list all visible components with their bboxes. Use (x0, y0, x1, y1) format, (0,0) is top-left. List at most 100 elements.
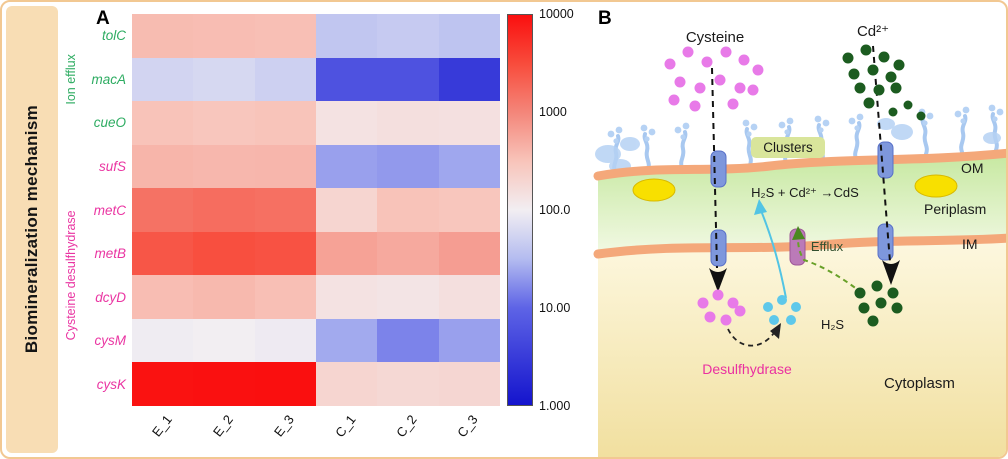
heatmap-cell-metC (132, 188, 194, 232)
heatmap-cell-cysM (193, 318, 255, 363)
heatmap-cell-tolC (315, 14, 378, 58)
heatmap-cell-cysK (377, 362, 439, 406)
heatmap-cell-metC (438, 188, 500, 232)
colorbar-tick: 1000 (539, 105, 567, 119)
column-label-E_3: E_3 (271, 412, 298, 440)
panel-b-label: B (598, 8, 612, 29)
heatmap-cell-macA (315, 57, 378, 102)
heatmap-cell-sufS (377, 144, 439, 189)
heatmap-cell-cysK (132, 362, 194, 406)
cytoplasm-region (598, 238, 1006, 457)
gene-label-metC: metC (93, 202, 126, 218)
heatmap-cell-dcyD (193, 275, 255, 319)
heatmap-cell-cueO (438, 101, 500, 145)
clusters-highlight (751, 137, 825, 158)
colorbar-tick: 10000 (539, 7, 574, 21)
column-label-E_1: E_1 (148, 412, 175, 440)
panel-a-label: A (96, 8, 110, 29)
periplasm-label: Periplasm (924, 201, 986, 217)
im-label: IM (962, 236, 978, 252)
cadmium-label: Cd²⁺ (857, 23, 889, 40)
cysteine-molecules-extracellular (664, 46, 764, 112)
heatmap-cell-tolC (254, 14, 316, 58)
heatmap-grid (132, 14, 500, 406)
periplasmic-enzymes (632, 174, 958, 202)
heatmap-cell-macA (254, 57, 316, 102)
heatmap-cell-metC (315, 188, 378, 232)
row-group-label: Cysteine desulfhydrase (64, 210, 78, 341)
gene-label-tolC: tolC (101, 28, 126, 44)
gene-label-cysM: cysM (94, 333, 127, 349)
heatmap-cell-sufS (254, 144, 316, 189)
cadmium-ions-cytoplasm (854, 280, 903, 327)
heatmap-cell-cysK (254, 362, 316, 406)
heatmap-cell-metB (315, 231, 378, 276)
gene-label-dcyD: dcyD (95, 289, 126, 305)
heatmap-cell-macA (132, 57, 194, 102)
colorbar-tick: 1.000 (539, 399, 571, 413)
gene-label-macA: macA (91, 71, 126, 87)
heatmap-cell-sufS (315, 144, 378, 189)
heatmap-cell-tolC (377, 14, 439, 58)
gene-label-metB: metB (94, 246, 126, 262)
heatmap-cell-cysK (193, 362, 255, 406)
heatmap-cell-tolC (132, 14, 194, 58)
heatmap-cell-dcyD (254, 275, 316, 319)
cysteine-import-arrow (711, 67, 718, 269)
heatmap-cell-metB (132, 231, 194, 276)
heatmap-cell-cysK (315, 362, 378, 406)
side-strip: Biomineralization mechanism (6, 6, 58, 453)
cadmium-ions-extracellular (842, 44, 905, 109)
heatmap-cell-metB (193, 231, 255, 276)
column-label-E_2: E_2 (209, 412, 236, 440)
heatmap-cell-sufS (438, 144, 500, 189)
desulfhydrase-label: Desulfhydrase (702, 361, 792, 377)
heatmap-cell-metC (193, 188, 255, 232)
heatmap-cell-metB (377, 231, 439, 276)
colorbar (507, 14, 533, 406)
gene-label-cysK: cysK (96, 376, 126, 392)
heatmap-cell-dcyD (315, 275, 378, 319)
heatmap-cell-metC (254, 188, 316, 232)
cadmium-import-arrow (872, 45, 891, 263)
heatmap-cell-cysM (132, 318, 194, 363)
side-strip-label: Biomineralization mechanism (22, 105, 41, 354)
heatmap-cell-cueO (377, 101, 439, 145)
colorbar-tick-labels: 10000 1000 100.0 10.00 1.000 (539, 7, 589, 413)
clusters-label: Clusters (763, 140, 813, 155)
heatmap-cell-cysM (254, 318, 316, 363)
heatmap-cell-dcyD (438, 275, 500, 319)
colorbar-tick: 100.0 (539, 203, 571, 217)
heatmap-cell-macA (377, 57, 439, 102)
periplasm-region (598, 153, 1006, 254)
panel-mechanism: B (590, 2, 1006, 457)
heatmap-cell-cueO (315, 101, 378, 145)
reaction-label: H₂S + Cd²⁺ →CdS (751, 185, 859, 200)
h2s-label: H₂S (821, 317, 844, 332)
heatmap-cell-tolC (438, 14, 500, 58)
om-label: OM (961, 160, 984, 176)
heatmap-cell-cueO (132, 101, 194, 145)
transport-arrows (709, 45, 900, 347)
heatmap-cell-metB (438, 231, 500, 276)
heatmap-cell-dcyD (132, 275, 194, 319)
heatmap-cell-cysM (438, 318, 500, 363)
row-group-label: Ion efflux (64, 54, 78, 105)
heatmap-cell-metB (254, 231, 316, 276)
desulfhydrase-arrow (727, 328, 777, 347)
heatmap-cell-cysM (315, 318, 378, 363)
heatmap-cell-tolC (193, 14, 255, 58)
heatmap-cell-dcyD (377, 275, 439, 319)
mechanism-diagram: Cysteine Cd²⁺ Clusters OM H₂S + Cd²⁺ →Cd… (593, 23, 1006, 457)
colorbar-tick: 10.00 (539, 301, 571, 315)
gene-label-sufS: sufS (98, 158, 126, 174)
cysteine-label: Cysteine (686, 29, 744, 46)
heatmap-cell-cysK (438, 362, 500, 406)
heatmap-cell-sufS (193, 144, 255, 189)
cysteine-molecules-cytoplasm (697, 289, 746, 326)
heatmap-cell-sufS (132, 144, 194, 189)
heatmap-cell-cueO (193, 101, 255, 145)
